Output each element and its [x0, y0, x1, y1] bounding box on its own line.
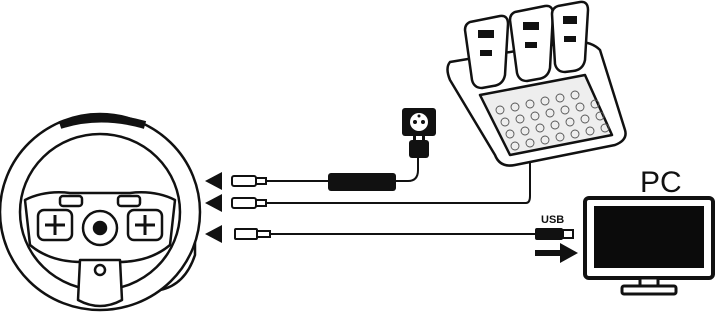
power-adapter	[328, 173, 396, 191]
cable-arrows	[205, 172, 222, 243]
usb-plug-pc	[535, 228, 574, 240]
racing-wheel	[0, 112, 202, 312]
power-plug	[231, 175, 257, 187]
connectors	[231, 175, 271, 240]
hex-pattern	[495, 90, 610, 151]
usb-label: USB	[541, 214, 564, 226]
arrow-usb-icon	[205, 225, 222, 243]
usb-direction-arrow-icon	[535, 243, 578, 263]
arrow-power-icon	[205, 172, 222, 190]
pedal-plug	[231, 197, 257, 209]
pedal-set	[446, 0, 627, 167]
pc-monitor	[583, 196, 715, 296]
wall-outlet-icon	[402, 108, 436, 158]
usb-plug-wheel	[234, 228, 258, 240]
arrow-pedal-icon	[205, 194, 222, 212]
pc-label: PC	[640, 166, 682, 199]
cables	[265, 158, 535, 235]
pedal-cable	[265, 160, 531, 204]
